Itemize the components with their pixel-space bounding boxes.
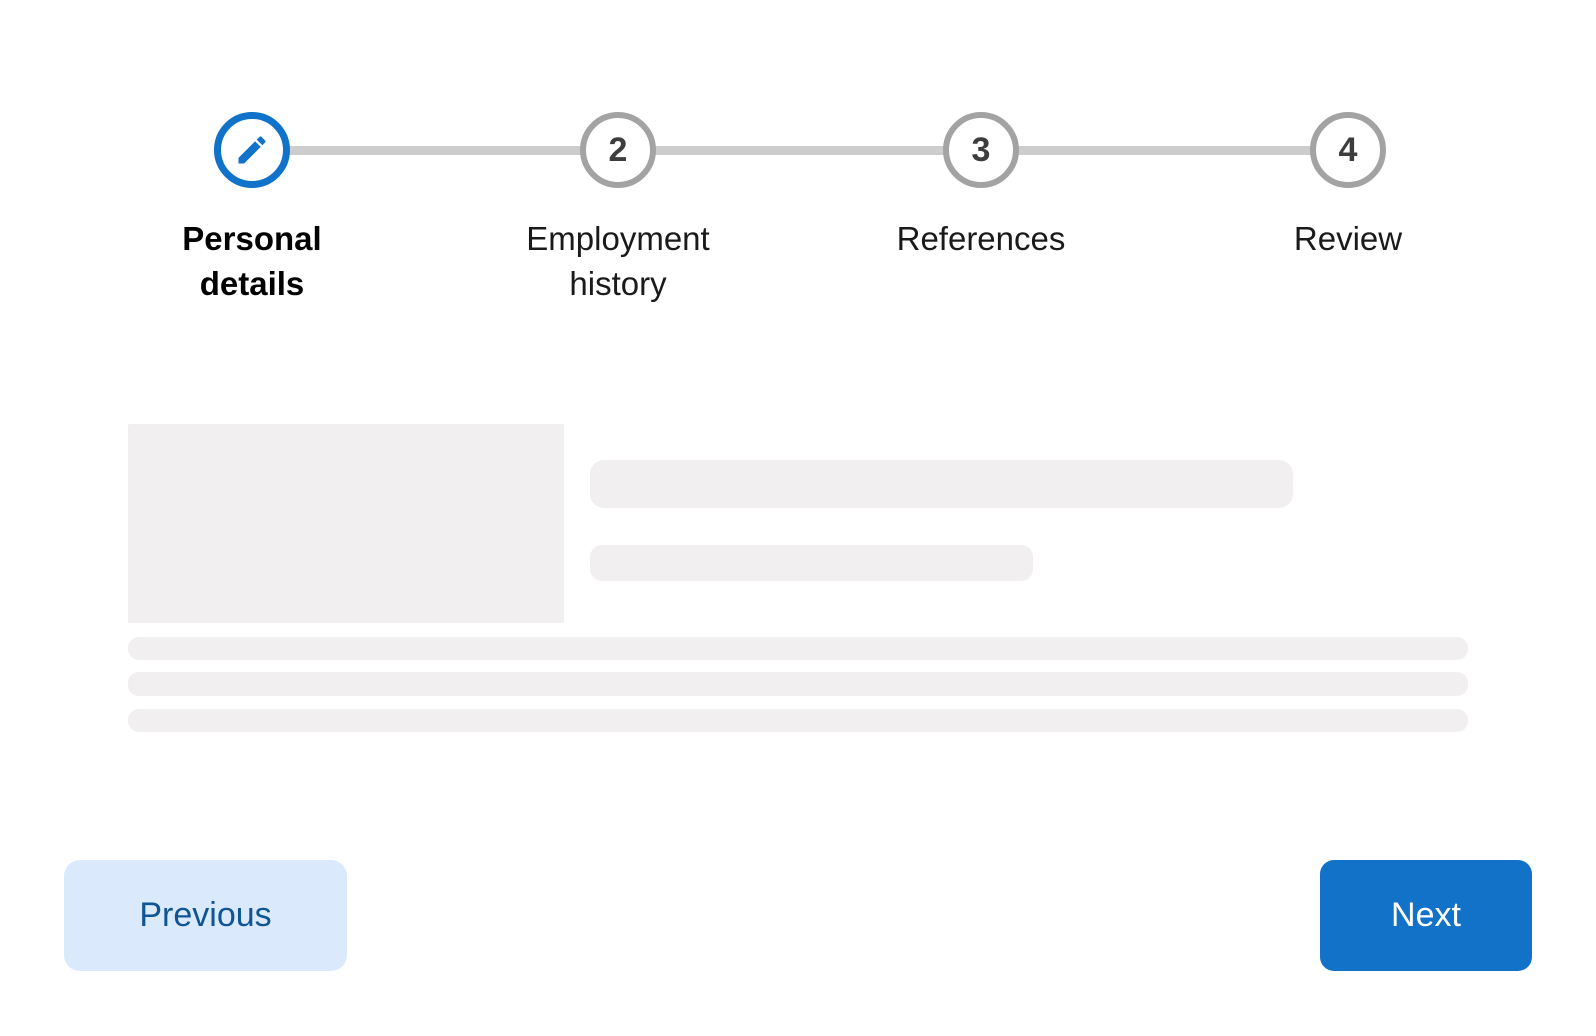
step-review-indicator[interactable]: 4 (1310, 112, 1386, 188)
skeleton-image-placeholder (128, 424, 564, 623)
step-employment-history: 2 Employment history (498, 112, 738, 306)
skeleton-text-row (128, 709, 1468, 732)
skeleton-text-row (128, 637, 1468, 660)
skeleton-subtitle-placeholder (590, 545, 1033, 581)
stepper: Personal details 2 Employment history 3 … (0, 0, 1596, 330)
next-button[interactable]: Next (1320, 860, 1532, 971)
previous-button[interactable]: Previous (64, 860, 347, 971)
step-references-indicator[interactable]: 3 (943, 112, 1019, 188)
step-label-references: References (896, 220, 1066, 257)
step-personal-details-indicator[interactable] (214, 112, 290, 188)
step-number: 4 (1338, 131, 1358, 169)
step-number: 2 (608, 131, 628, 169)
step-label-review: Review (1293, 220, 1403, 257)
step-personal-details: Personal details (132, 112, 372, 306)
pencil-icon (234, 132, 270, 168)
step-number: 3 (971, 131, 991, 169)
step-review: 4 Review (1228, 112, 1468, 261)
stepper-connector-line (252, 146, 1348, 155)
step-employment-history-indicator[interactable]: 2 (580, 112, 656, 188)
skeleton-title-placeholder (590, 460, 1293, 508)
step-label-personal-details: Personal details (182, 220, 322, 302)
step-label-employment-history: Employment history (526, 220, 710, 302)
step-references: 3 References (861, 112, 1101, 261)
skeleton-text-row (128, 672, 1468, 696)
